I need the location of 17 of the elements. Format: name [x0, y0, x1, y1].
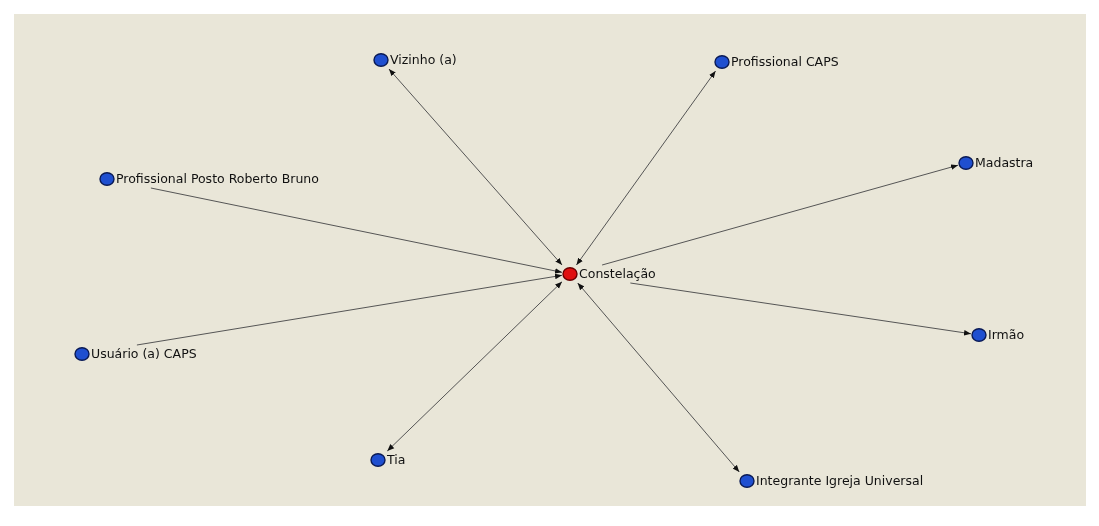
node-label: Tia: [387, 451, 406, 469]
node-label: Usuário (a) CAPS: [91, 345, 197, 363]
node-label: Vizinho (a): [390, 51, 457, 69]
arrow: [150, 187, 563, 274]
arrow: [577, 282, 740, 473]
arrow: [386, 281, 563, 452]
node-label: Irmão: [988, 326, 1025, 344]
arrow: [629, 282, 972, 336]
arrow: [601, 164, 959, 266]
arrow: [136, 273, 563, 346]
node-label: Madastra: [975, 154, 1034, 172]
arrow: [388, 68, 563, 266]
node-label: Profissional CAPS: [731, 53, 839, 71]
arrow: [575, 70, 717, 266]
node-label: Integrante Igreja Universal: [756, 472, 924, 490]
node-label: Profissional Posto Roberto Bruno: [116, 170, 319, 188]
node-label: Constelação: [579, 265, 656, 283]
